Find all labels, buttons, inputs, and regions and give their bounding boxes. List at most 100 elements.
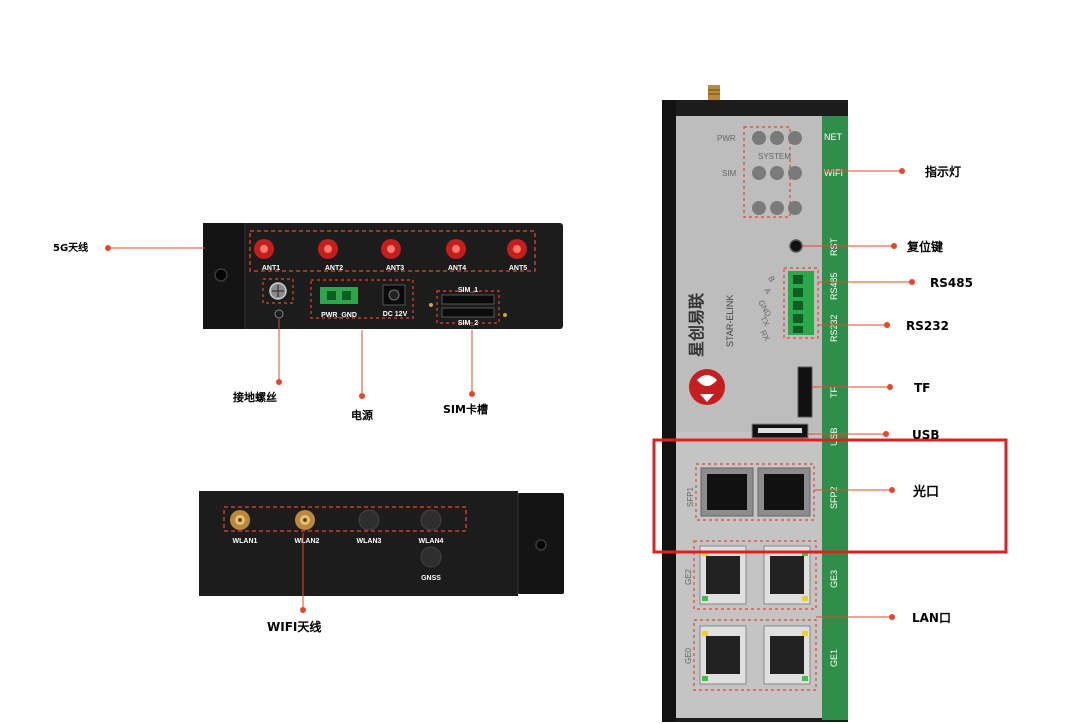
callout-tf: TF	[812, 381, 930, 395]
callout-usb: USB	[808, 428, 940, 442]
panel-tf-label: TF	[829, 387, 839, 398]
ant5-highlight-icon	[513, 245, 521, 253]
ant3-highlight-icon	[387, 245, 395, 253]
ant1-label: ANT1	[262, 265, 280, 272]
sim1-slot-icon	[441, 294, 495, 305]
panel-sfp1-label: SFP1	[686, 486, 695, 507]
top-view-device: ANT1 ANT2 ANT3 ANT4 ANT5 PWR_GND DC 12V …	[203, 223, 563, 329]
callout-indicator: 指示灯	[822, 164, 961, 179]
led-wifi-icon	[788, 166, 802, 180]
pwr-gnd-label: PWR_GND	[321, 312, 357, 319]
panel-sim-label: SIM	[722, 169, 737, 178]
side-hole-icon-2	[535, 539, 547, 551]
bottom-view-device: WLAN1 WLAN2 WLAN3 WLAN4 GNSS	[199, 491, 564, 596]
tf-slot-icon	[797, 366, 813, 418]
callout-usb-label: USB	[912, 428, 940, 442]
callout-indicator-label: 指示灯	[925, 164, 961, 179]
led-signal-1-icon	[752, 201, 766, 215]
callout-rs485: RS485	[818, 276, 973, 290]
antenna-highlight-box	[249, 230, 536, 272]
brand-name-en: STAR-ELINK	[725, 295, 735, 347]
ground-symbol-icon	[274, 309, 284, 319]
callout-5g-antenna-label: 5G天线	[53, 241, 88, 254]
callout-reset-label: 复位键	[906, 239, 943, 254]
callout-5g-antenna: 5G天线	[53, 241, 205, 254]
ant1-highlight-icon	[260, 245, 268, 253]
panel-rs485-label: RS485	[829, 272, 839, 300]
sim2-label: SIM_2	[458, 320, 478, 327]
ant3-label: ANT3	[386, 265, 404, 272]
callout-lan: LAN口	[816, 611, 951, 625]
sim2-slot-icon	[441, 307, 495, 318]
ground-screw-box	[262, 278, 294, 304]
panel-ge0-label: GE0	[684, 647, 693, 664]
led-pwr-icon	[752, 131, 766, 145]
pin-b-label: B	[766, 275, 776, 284]
callout-wifi-antenna: WIFI天线	[267, 533, 321, 634]
led-signal-2-icon	[770, 201, 784, 215]
callout-reset: 复位键	[803, 239, 943, 254]
side-hole-icon	[214, 268, 228, 282]
wlan3-label: WLAN3	[357, 538, 382, 545]
sim1-label: SIM_1	[458, 287, 478, 294]
led-sim2-icon	[770, 166, 784, 180]
callout-ground-screw-label: 接地螺丝	[233, 390, 277, 404]
panel-wifi-label: WIFI	[824, 168, 843, 178]
wlan4-label: WLAN4	[419, 538, 444, 545]
panel-net-label: NET	[824, 132, 843, 142]
power-box	[310, 279, 414, 319]
reset-button-icon	[789, 239, 803, 253]
callout-rs485-label: RS485	[930, 276, 973, 290]
callout-wifi-antenna-label: WIFI天线	[267, 619, 321, 634]
sim-box	[436, 290, 500, 324]
panel-system-label: SYSTEM	[758, 152, 791, 161]
led-net-icon	[788, 131, 802, 145]
front-panel-device: PWR SYSTEM SIM NET WIFI RST RS485 RS232 …	[662, 85, 848, 722]
led-sim1-icon	[752, 166, 766, 180]
panel-rst-label: RST	[829, 237, 839, 256]
panel-usb-label: USB	[829, 427, 839, 446]
pwr-gnd-terminal-icon	[320, 287, 358, 304]
callout-optical: 光口	[814, 484, 939, 500]
gnss-label: GNSS	[421, 575, 441, 582]
gnss-cap-icon	[420, 546, 442, 568]
callout-lan-label: LAN口	[912, 611, 951, 625]
callout-power: 电源	[351, 330, 373, 422]
pin-a-label: A	[762, 287, 773, 297]
panel-pwr-label: PWR	[717, 134, 736, 143]
ant4-highlight-icon	[452, 245, 460, 253]
brand-name-cn: 星创易联	[687, 293, 706, 357]
led-signal-3-icon	[788, 201, 802, 215]
lan-highlight-box-2	[693, 619, 817, 691]
wlan4-cap-icon	[420, 509, 442, 531]
callout-optical-label: 光口	[912, 484, 939, 500]
callout-power-label: 电源	[351, 408, 373, 422]
ant2-label: ANT2	[325, 265, 343, 272]
sfp-highlight-box	[695, 463, 815, 521]
serial-highlight-box	[783, 267, 819, 339]
ant4-label: ANT4	[448, 265, 466, 272]
optical-port-highlight	[652, 438, 1008, 554]
wlan1-label: WLAN1	[233, 538, 258, 545]
panel-ge3-label: GE3	[829, 570, 839, 588]
brand-logo-icon	[689, 369, 725, 405]
top-antenna-connector-icon	[708, 85, 720, 101]
lan-highlight-box-1	[693, 540, 817, 610]
callout-tf-label: TF	[914, 381, 930, 395]
callout-sim-label: SIM卡槽	[443, 402, 488, 416]
callout-rs232: RS232	[818, 319, 949, 333]
panel-rs232-label: RS232	[829, 314, 839, 342]
panel-ge2-label: GE2	[684, 568, 693, 585]
panel-ge1-label: GE1	[829, 649, 839, 667]
panel-sfp2-label: SFP2	[829, 486, 839, 509]
callout-sim: SIM卡槽	[443, 330, 488, 416]
callout-rs232-label: RS232	[906, 319, 949, 333]
wlan3-cap-icon	[358, 509, 380, 531]
ant2-highlight-icon	[324, 245, 332, 253]
wlan-highlight-box	[223, 506, 467, 532]
callout-ground-screw: 接地螺丝	[233, 319, 282, 404]
wlan2-label: WLAN2	[295, 538, 320, 545]
antenna-connectors	[254, 239, 527, 259]
ant5-label: ANT5	[509, 265, 527, 272]
